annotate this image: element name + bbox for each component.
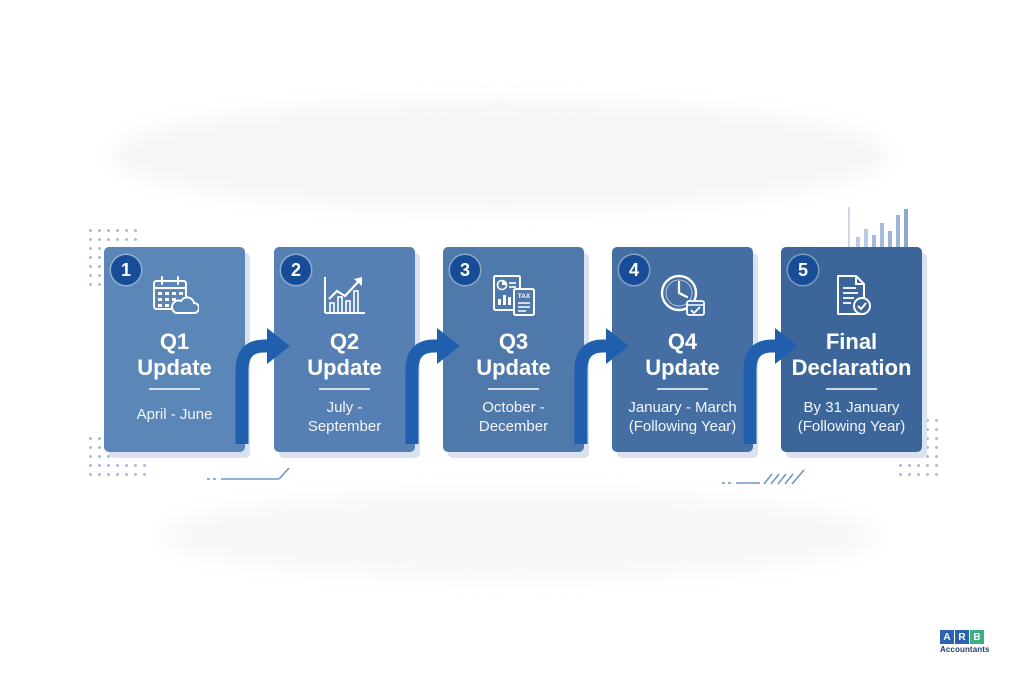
clock-calendar-icon xyxy=(660,274,705,316)
title-divider xyxy=(319,388,370,390)
connector-arrow-4 xyxy=(743,328,798,444)
logo-name: Accountants xyxy=(940,645,990,654)
step-title: Q2 Update xyxy=(307,329,382,380)
step-card-4: 4 Q4 Update January - March (Following Y… xyxy=(612,247,753,452)
title-divider xyxy=(657,388,708,390)
step-period: July - September xyxy=(307,399,382,435)
svg-text:TAX: TAX xyxy=(518,293,531,300)
background-haze-top xyxy=(110,100,890,210)
logo-tile-r: R xyxy=(955,630,969,644)
decor-line-right xyxy=(722,469,805,485)
title-divider xyxy=(149,388,200,390)
step-card-1: 1 Q1 Update April - June xyxy=(104,247,245,452)
step-title: Q1 Update xyxy=(137,329,212,380)
step-period: October - December xyxy=(478,399,549,435)
connector-arrow-3 xyxy=(574,328,629,444)
step-period: January - March (Following Year) xyxy=(628,399,737,435)
step-card-5: 5 Final Declaration By 31 January (Follo… xyxy=(781,247,922,452)
growth-chart-icon xyxy=(324,277,365,314)
step-number-badge: 3 xyxy=(450,255,480,285)
step-title: Final Declaration xyxy=(791,329,912,380)
step-number-badge: 2 xyxy=(281,255,311,285)
connector-arrow-1 xyxy=(235,328,290,444)
step-title: Q3 Update xyxy=(476,329,551,380)
step-period: April - June xyxy=(136,406,213,423)
decor-bar-chart xyxy=(848,207,908,247)
tax-document-icon: TAX xyxy=(493,275,535,316)
document-check-icon xyxy=(837,275,871,315)
background-haze-bottom xyxy=(160,490,880,580)
connector-arrow-2 xyxy=(405,328,460,444)
logo-tile-b: B xyxy=(970,630,984,644)
step-card-3: 3 TAX Q3 Update October - December xyxy=(443,247,584,452)
step-number-badge: 4 xyxy=(619,255,649,285)
step-period: By 31 January (Following Year) xyxy=(797,399,906,435)
title-divider xyxy=(826,388,877,390)
logo-tile-a: A xyxy=(940,630,954,644)
title-divider xyxy=(488,388,539,390)
step-card-2: 2 Q2 Update July - September xyxy=(274,247,415,452)
arb-accountants-logo: A R B Accountants xyxy=(940,630,990,654)
step-title: Q4 Update xyxy=(645,329,720,380)
calendar-cloud-icon xyxy=(153,276,199,314)
step-number-badge: 1 xyxy=(111,255,141,285)
decor-line-left xyxy=(207,467,290,480)
step-number-badge: 5 xyxy=(788,255,818,285)
